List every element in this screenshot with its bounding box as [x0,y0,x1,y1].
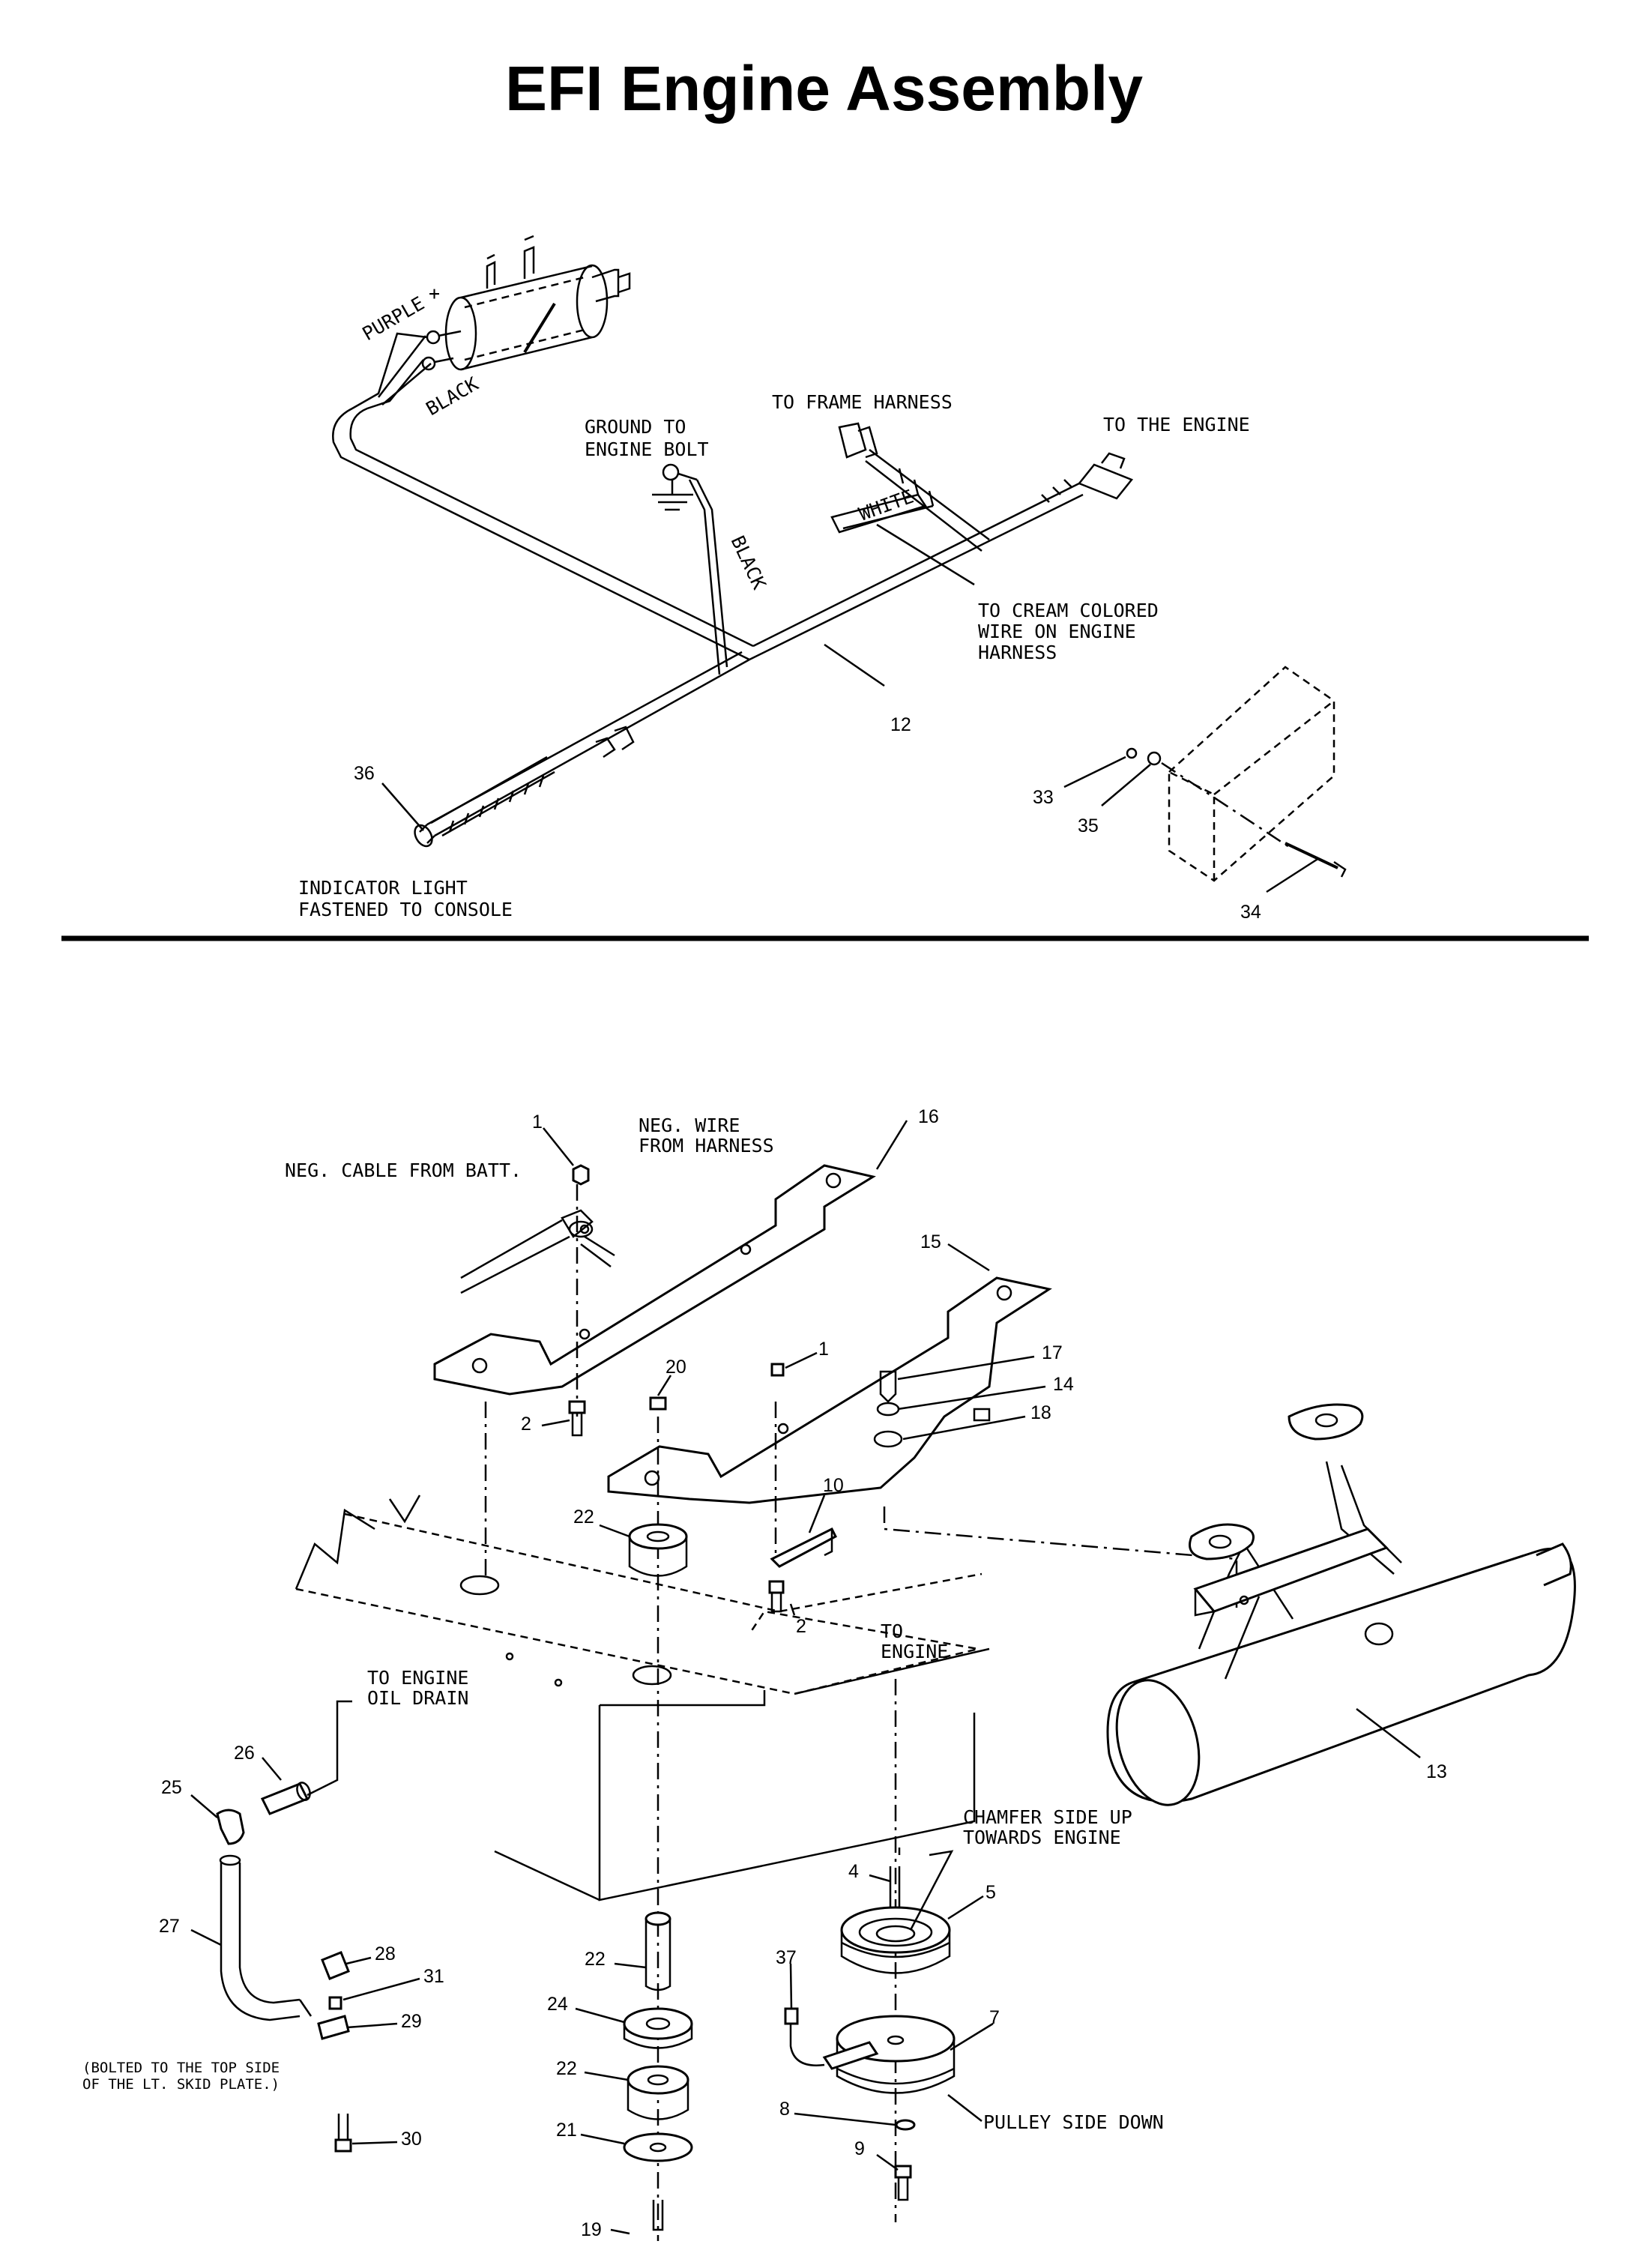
frame-harness-label: TO FRAME HARNESS [772,391,953,413]
callout-37: 37 [776,1947,797,1968]
callout-35: 35 [1078,815,1099,836]
cream-label-line1: TO CREAM COLORED [978,600,1159,621]
fuel-pump-component [421,235,631,371]
callout-2-upper: 2 [521,1414,531,1435]
cream-label-line3: HARNESS [978,642,1057,663]
callout-25: 25 [161,1777,182,1798]
white-wire-label: WHITE [856,486,917,525]
callout-9: 9 [854,2138,865,2159]
pulley-side-label: PULLEY SIDE DOWN [983,2111,1164,2133]
neg-wire-label-line2: FROM HARNESS [639,1135,774,1156]
callout-4: 4 [848,1861,859,1882]
callout-21: 21 [556,2120,577,2141]
callout-10: 10 [823,1475,844,1496]
callout-19: 19 [581,2219,602,2240]
wiring-harness-view: PURPLE + BLACK GROUND TO ENGINE BOLT BLA… [298,235,1347,923]
callout-33: 33 [1033,787,1054,808]
callout-22-lower: 22 [556,2058,577,2079]
plate-15 [607,1276,1052,1504]
isolator-22-upper [628,1523,688,1577]
bolted-label-line2: OF THE LT. SKID PLATE.) [82,2076,280,2093]
to-engine-label: TO THE ENGINE [1103,414,1250,435]
callout-29: 29 [401,2011,422,2032]
engine-mount-view: NEG. WIRE FROM HARNESS NEG. CABLE FROM B… [82,1106,1576,2241]
muffler-13 [1106,1403,1576,1806]
clutch-assembly [784,1866,956,2201]
callout-7: 7 [989,2007,1000,2028]
battery-cable [460,1164,615,1294]
callout-24: 24 [547,1994,568,2015]
cream-label-line2: WIRE ON ENGINE [978,621,1136,642]
callout-20: 20 [665,1357,686,1378]
indicator-label-line2: FASTENED TO CONSOLE [298,899,513,920]
callout-28: 28 [375,1943,396,1964]
callout-14: 14 [1053,1374,1074,1395]
oil-drain-label-line2: OIL DRAIN [367,1687,468,1709]
callout-1-upper: 1 [532,1112,543,1133]
indicator-label-line1: INDICATOR LIGHT [298,877,468,899]
neg-wire-label-line1: NEG. WIRE [639,1115,740,1136]
to-engine-label-line2: ENGINE [881,1641,948,1662]
callout-36: 36 [354,763,375,784]
callout-30: 30 [401,2129,422,2150]
oil-drain-label-line1: TO ENGINE [367,1667,468,1689]
chamfer-label-line2: TOWARDS ENGINE [963,1827,1121,1848]
callout-1-lower: 1 [818,1339,829,1360]
callout-2-lower: 2 [796,1616,806,1637]
ground-label-line2: ENGINE BOLT [585,438,709,460]
bolted-label-line1: (BOLTED TO THE TOP SIDE [82,2060,280,2076]
callout-22-middle: 22 [585,1949,606,1970]
black-wire-label-top: BLACK [423,373,483,420]
neg-cable-label: NEG. CABLE FROM BATT. [285,1159,522,1181]
callout-26: 26 [234,1743,255,1764]
callout-31: 31 [423,1966,444,1987]
ground-label-line1: GROUND TO [585,416,686,438]
callout-5: 5 [986,1882,996,1903]
callout-17: 17 [1042,1342,1063,1363]
callout-22-upper: 22 [573,1507,594,1527]
to-engine-label-line1: TO [881,1620,903,1642]
callout-18: 18 [1030,1402,1051,1423]
harness-cable [332,332,1134,848]
frame-box [295,1495,990,1901]
callout-34: 34 [1240,902,1261,923]
oil-drain-hose [216,1700,352,2153]
page-title: EFI Engine Assembly [504,53,1144,124]
plus-label: + [429,283,440,304]
callout-27: 27 [159,1916,180,1937]
mount-box [1126,666,1347,882]
callout-8: 8 [779,2099,790,2120]
plate-16 [433,1164,876,1396]
callout-16: 16 [918,1106,939,1127]
callout-12: 12 [890,714,911,735]
black-wire-label: BLACK [727,532,770,592]
callout-13: 13 [1426,1761,1447,1782]
chamfer-label-line1: CHAMFER SIDE UP [963,1806,1132,1828]
isolator-stack-lower [623,1911,693,2231]
callout-15: 15 [920,1231,941,1252]
